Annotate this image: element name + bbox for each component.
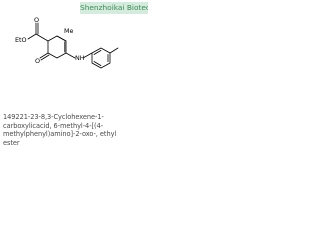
caption-line: 149221-23-8,3-Cyclohexene-1- <box>3 113 104 121</box>
amine-label: NH <box>75 54 85 62</box>
product-image: Shenzhoikai Biotech <box>0 0 150 150</box>
compound-caption: 149221-23-8,3-Cyclohexene-1- carboxylica… <box>3 113 149 148</box>
caption-line: ester <box>3 138 20 147</box>
caption-line: methylphenyl)amino]-2-oxo-, ethyl <box>3 130 117 139</box>
watermark: Shenzhoikai Biotech <box>80 2 148 14</box>
ester-oxygen-label: EtO <box>15 36 27 44</box>
ketone-oxygen-label: O <box>35 57 40 65</box>
ester-carbonyl-oxygen-label: O <box>34 16 39 24</box>
structure-atom-labels: Me EtO O O NH <box>15 16 85 65</box>
structure-bonds <box>27 22 119 69</box>
chemical-structure-diagram: Me EtO O O NH <box>15 16 119 69</box>
methyl-label: Me <box>64 27 74 35</box>
caption-line: carboxylicacid, 6-methyl-4-[(4- <box>3 121 104 130</box>
